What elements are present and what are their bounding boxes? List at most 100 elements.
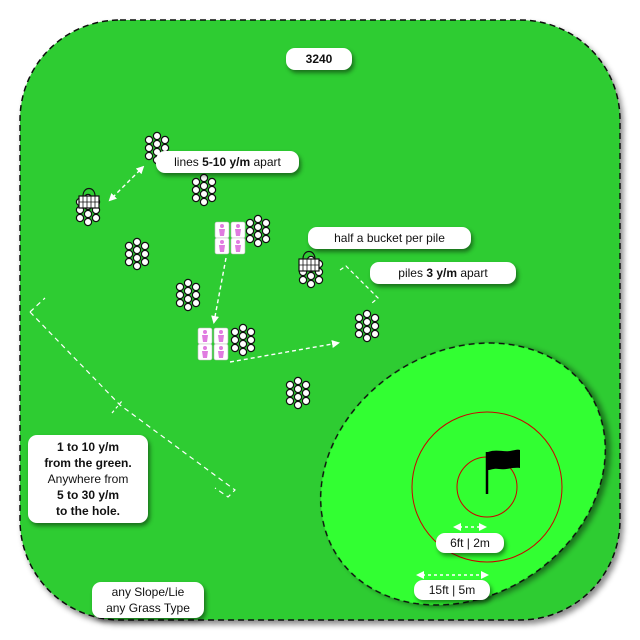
golf-ball — [183, 302, 193, 312]
golf-ball — [253, 230, 263, 240]
golf-ball — [230, 343, 240, 353]
distance-line-4: 5 to 30 y/m — [56, 488, 120, 502]
golf-ball — [207, 177, 217, 187]
golf-ball — [144, 151, 154, 161]
lines-spacing-label: lines 5-10 y/m apart — [156, 151, 299, 173]
golf-ball — [246, 327, 256, 337]
golf-ball — [207, 185, 217, 195]
golf-ball — [253, 214, 263, 224]
golf-ball — [191, 177, 201, 187]
surface-line-1: any Slope/Lie — [111, 585, 185, 599]
golf-ball — [293, 384, 303, 394]
distance-line-3: Anywhere from — [47, 472, 129, 486]
golf-ball — [175, 298, 185, 308]
ball-pile — [124, 237, 150, 271]
golf-ball — [140, 257, 150, 267]
player-group-icon — [214, 221, 246, 255]
inner-radius-label: 6ft | 2m — [436, 533, 504, 553]
golf-ball — [183, 286, 193, 296]
golf-ball — [160, 135, 170, 145]
lines-text-bold: 5-10 y/m — [202, 155, 251, 169]
golf-ball — [301, 380, 311, 390]
golf-ball — [238, 331, 248, 341]
flag-icon — [485, 449, 520, 494]
golf-ball — [298, 275, 308, 285]
golf-ball — [261, 218, 271, 228]
lines-text-pre: lines — [174, 155, 203, 169]
golf-ball — [75, 213, 85, 223]
golf-ball — [301, 396, 311, 406]
golf-ball — [238, 323, 248, 333]
golf-ball — [261, 234, 271, 244]
golf-ball — [362, 333, 372, 343]
golf-ball — [152, 131, 162, 141]
golf-ball — [175, 282, 185, 292]
golf-ball — [285, 388, 295, 398]
ball-pile — [354, 309, 380, 343]
golf-ball — [293, 400, 303, 410]
golf-ball — [132, 261, 142, 271]
golf-ball — [124, 257, 134, 267]
golf-ball — [261, 226, 271, 236]
golf-ball — [132, 245, 142, 255]
surface-line-2: any Grass Type — [106, 601, 190, 615]
golf-ball — [132, 253, 142, 263]
golf-ball — [354, 313, 364, 323]
golf-ball — [245, 234, 255, 244]
golf-ball — [246, 343, 256, 353]
golf-ball — [293, 376, 303, 386]
golf-ball — [230, 327, 240, 337]
golf-ball — [354, 329, 364, 339]
golf-ball — [306, 271, 316, 281]
golf-ball — [199, 197, 209, 207]
surface-note: any Slope/Lie any Grass Type — [92, 582, 204, 618]
golf-ball — [199, 173, 209, 183]
ball-pile — [245, 214, 271, 248]
player-group-icon — [197, 327, 229, 361]
piles-text-post: apart — [457, 266, 488, 280]
ball-pile — [230, 323, 256, 357]
practice-boundary-top — [29, 297, 46, 313]
golf-ball — [183, 294, 193, 304]
golf-ball — [301, 388, 311, 398]
golf-ball — [83, 217, 93, 227]
ball-pile — [191, 173, 217, 207]
golf-ball — [285, 380, 295, 390]
piles-text-pre: piles — [398, 266, 427, 280]
golf-ball — [124, 249, 134, 259]
golf-ball — [144, 143, 154, 153]
lines-spacing-arrow — [108, 165, 145, 202]
golf-ball — [245, 226, 255, 236]
golf-ball — [253, 222, 263, 232]
golf-ball — [140, 249, 150, 259]
golf-ball — [199, 181, 209, 191]
golf-ball — [124, 241, 134, 251]
golf-ball — [370, 321, 380, 331]
golf-ball — [175, 290, 185, 300]
golf-ball — [183, 278, 193, 288]
golf-ball — [191, 290, 201, 300]
golf-ball — [238, 347, 248, 357]
golf-ball — [132, 237, 142, 247]
golf-ball — [285, 396, 295, 406]
player-move-arrow — [211, 257, 227, 324]
golf-ball — [152, 139, 162, 149]
half-bucket-label: half a bucket per pile — [308, 227, 471, 249]
golf-ball — [370, 329, 380, 339]
golf-ball — [191, 193, 201, 203]
golf-ball — [140, 241, 150, 251]
distance-note: 1 to 10 y/m from the green. Anywhere fro… — [28, 435, 148, 523]
golf-ball — [144, 135, 154, 145]
golf-ball — [230, 335, 240, 345]
golf-ball — [245, 218, 255, 228]
golf-ball — [306, 279, 316, 289]
golf-ball — [91, 213, 101, 223]
practice-boundary — [29, 311, 236, 498]
putting-green — [319, 342, 607, 606]
outer-ring — [411, 411, 563, 563]
basket-icon — [78, 187, 100, 209]
golf-ball — [191, 282, 201, 292]
piles-spacing-label: piles 3 y/m apart — [370, 262, 516, 284]
golf-ball — [238, 339, 248, 349]
